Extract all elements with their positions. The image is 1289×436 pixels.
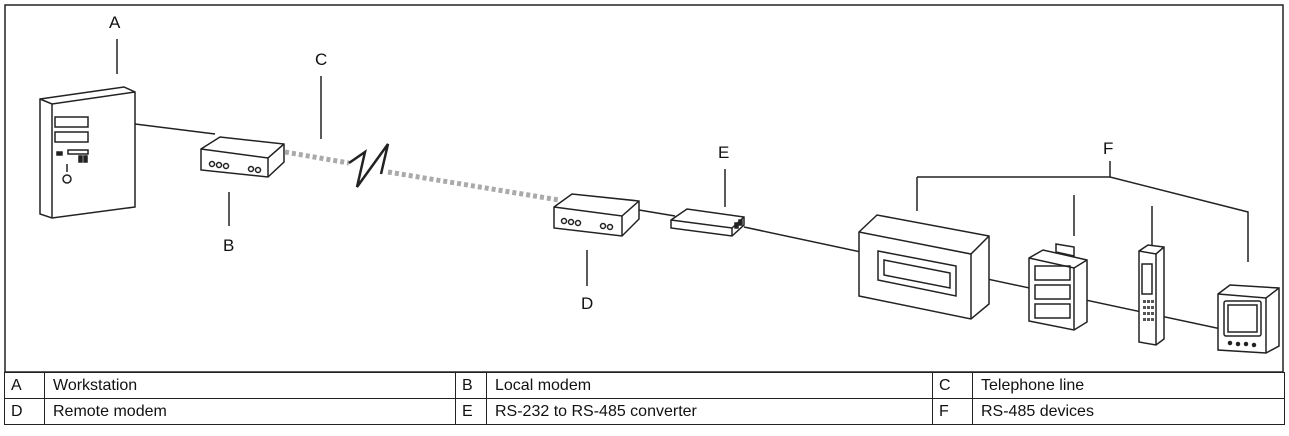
legend-text: Telephone line [972,372,1285,399]
legend-text: RS-485 devices [972,398,1285,425]
legend-text: Workstation [44,372,456,399]
power-meter-icon [1217,284,1280,354]
callout-b: B [223,236,234,255]
legend-row: D Remote modem E RS-232 to RS-485 conver… [4,398,1285,425]
rs485-bus-cable [743,226,1255,337]
diagram-border [4,4,1284,372]
legend-row: A Workstation B Local modem C Telephone … [4,372,1285,399]
legend-table: A Workstation B Local modem C Telephone … [4,372,1285,425]
workstation-icon [39,86,136,219]
converter-icon [670,208,745,237]
network-diagram: A B C D E [4,4,1284,372]
local-modem-icon [200,136,285,178]
legend-text: RS-232 to RS-485 converter [486,398,933,425]
legend-key: B [455,372,487,399]
diagram-frame: A B C D E [4,4,1284,432]
telephone-line [284,143,560,203]
callout-f: F [1103,139,1113,158]
remote-modem-icon [553,193,640,237]
legend-key: E [455,398,487,425]
legend-key: F [932,398,973,425]
callout-e: E [718,143,729,162]
legend-key: D [4,398,45,425]
legend-key: C [932,372,973,399]
handheld-device-icon [1138,244,1165,346]
callout-bracket-f [916,161,1249,262]
callout-a: A [109,13,121,32]
cable-modem-converter [638,209,676,217]
legend-text: Local modem [486,372,933,399]
panel-meter-icon [858,214,990,320]
callout-c: C [315,50,327,69]
legend-text: Remote modem [44,398,456,425]
cable-workstation-modem [134,123,216,135]
multi-display-meter-icon [1028,243,1088,331]
callout-d: D [581,294,593,313]
legend-key: A [4,372,45,399]
